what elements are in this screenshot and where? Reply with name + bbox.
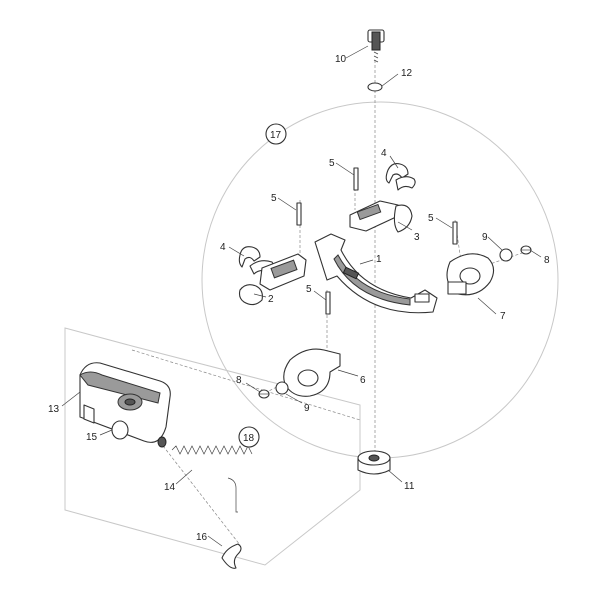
label-part-9: 9 xyxy=(482,232,488,243)
base-bracket-part xyxy=(79,362,171,443)
knob-part xyxy=(111,420,129,440)
label-part-7: 7 xyxy=(500,311,506,322)
label-part-5: 5 xyxy=(271,193,277,204)
label-part-12: 12 xyxy=(401,68,413,79)
screw-part xyxy=(258,389,270,399)
assembly-18-badge xyxy=(238,426,260,448)
pin-part xyxy=(325,291,331,315)
label-part-8: 8 xyxy=(236,375,242,386)
label-part-3: 3 xyxy=(414,232,420,243)
label-part-5: 5 xyxy=(306,284,312,295)
axis-to-spring xyxy=(159,441,241,546)
clamp-part-7 xyxy=(446,253,495,296)
arc-frame-part xyxy=(314,233,438,314)
clip-part xyxy=(221,543,242,569)
assembly-18-outline xyxy=(64,327,361,566)
bracket-part-3 xyxy=(349,200,413,233)
clamp-part-6 xyxy=(283,348,341,397)
pin-part xyxy=(296,202,302,226)
washer-part xyxy=(275,381,289,395)
assembly-17-badge xyxy=(265,123,287,145)
assembly-17-outline xyxy=(201,101,559,459)
label-part-4: 4 xyxy=(220,242,226,253)
label-part-2: 2 xyxy=(268,294,274,305)
label-part-4: 4 xyxy=(381,148,387,159)
label-part-1: 1 xyxy=(376,254,382,265)
bushing-part xyxy=(357,450,391,475)
bracket-part-2 xyxy=(238,253,307,306)
label-part-13: 13 xyxy=(48,404,60,415)
screw-part xyxy=(520,245,532,255)
spring-part xyxy=(171,445,253,513)
label-part-14: 14 xyxy=(164,482,176,493)
label-part-10: 10 xyxy=(335,54,347,65)
label-part-6: 6 xyxy=(360,375,366,386)
label-part-11: 11 xyxy=(404,481,415,492)
label-part-9: 9 xyxy=(304,403,310,414)
label-part-16: 16 xyxy=(196,532,208,543)
label-group-17: 17 xyxy=(270,130,282,141)
label-part-5: 5 xyxy=(428,213,434,224)
knob-end xyxy=(157,436,167,448)
label-part-8: 8 xyxy=(544,255,550,266)
pin-part xyxy=(353,167,359,191)
label-part-5: 5 xyxy=(329,158,335,169)
yoke-part-top xyxy=(385,163,416,191)
washer-part xyxy=(367,82,383,92)
washer-part xyxy=(499,248,513,262)
pin-part xyxy=(452,221,458,245)
thumb-screw-part xyxy=(367,29,385,63)
label-part-15: 15 xyxy=(86,432,98,443)
label-group-18: 18 xyxy=(243,433,255,444)
